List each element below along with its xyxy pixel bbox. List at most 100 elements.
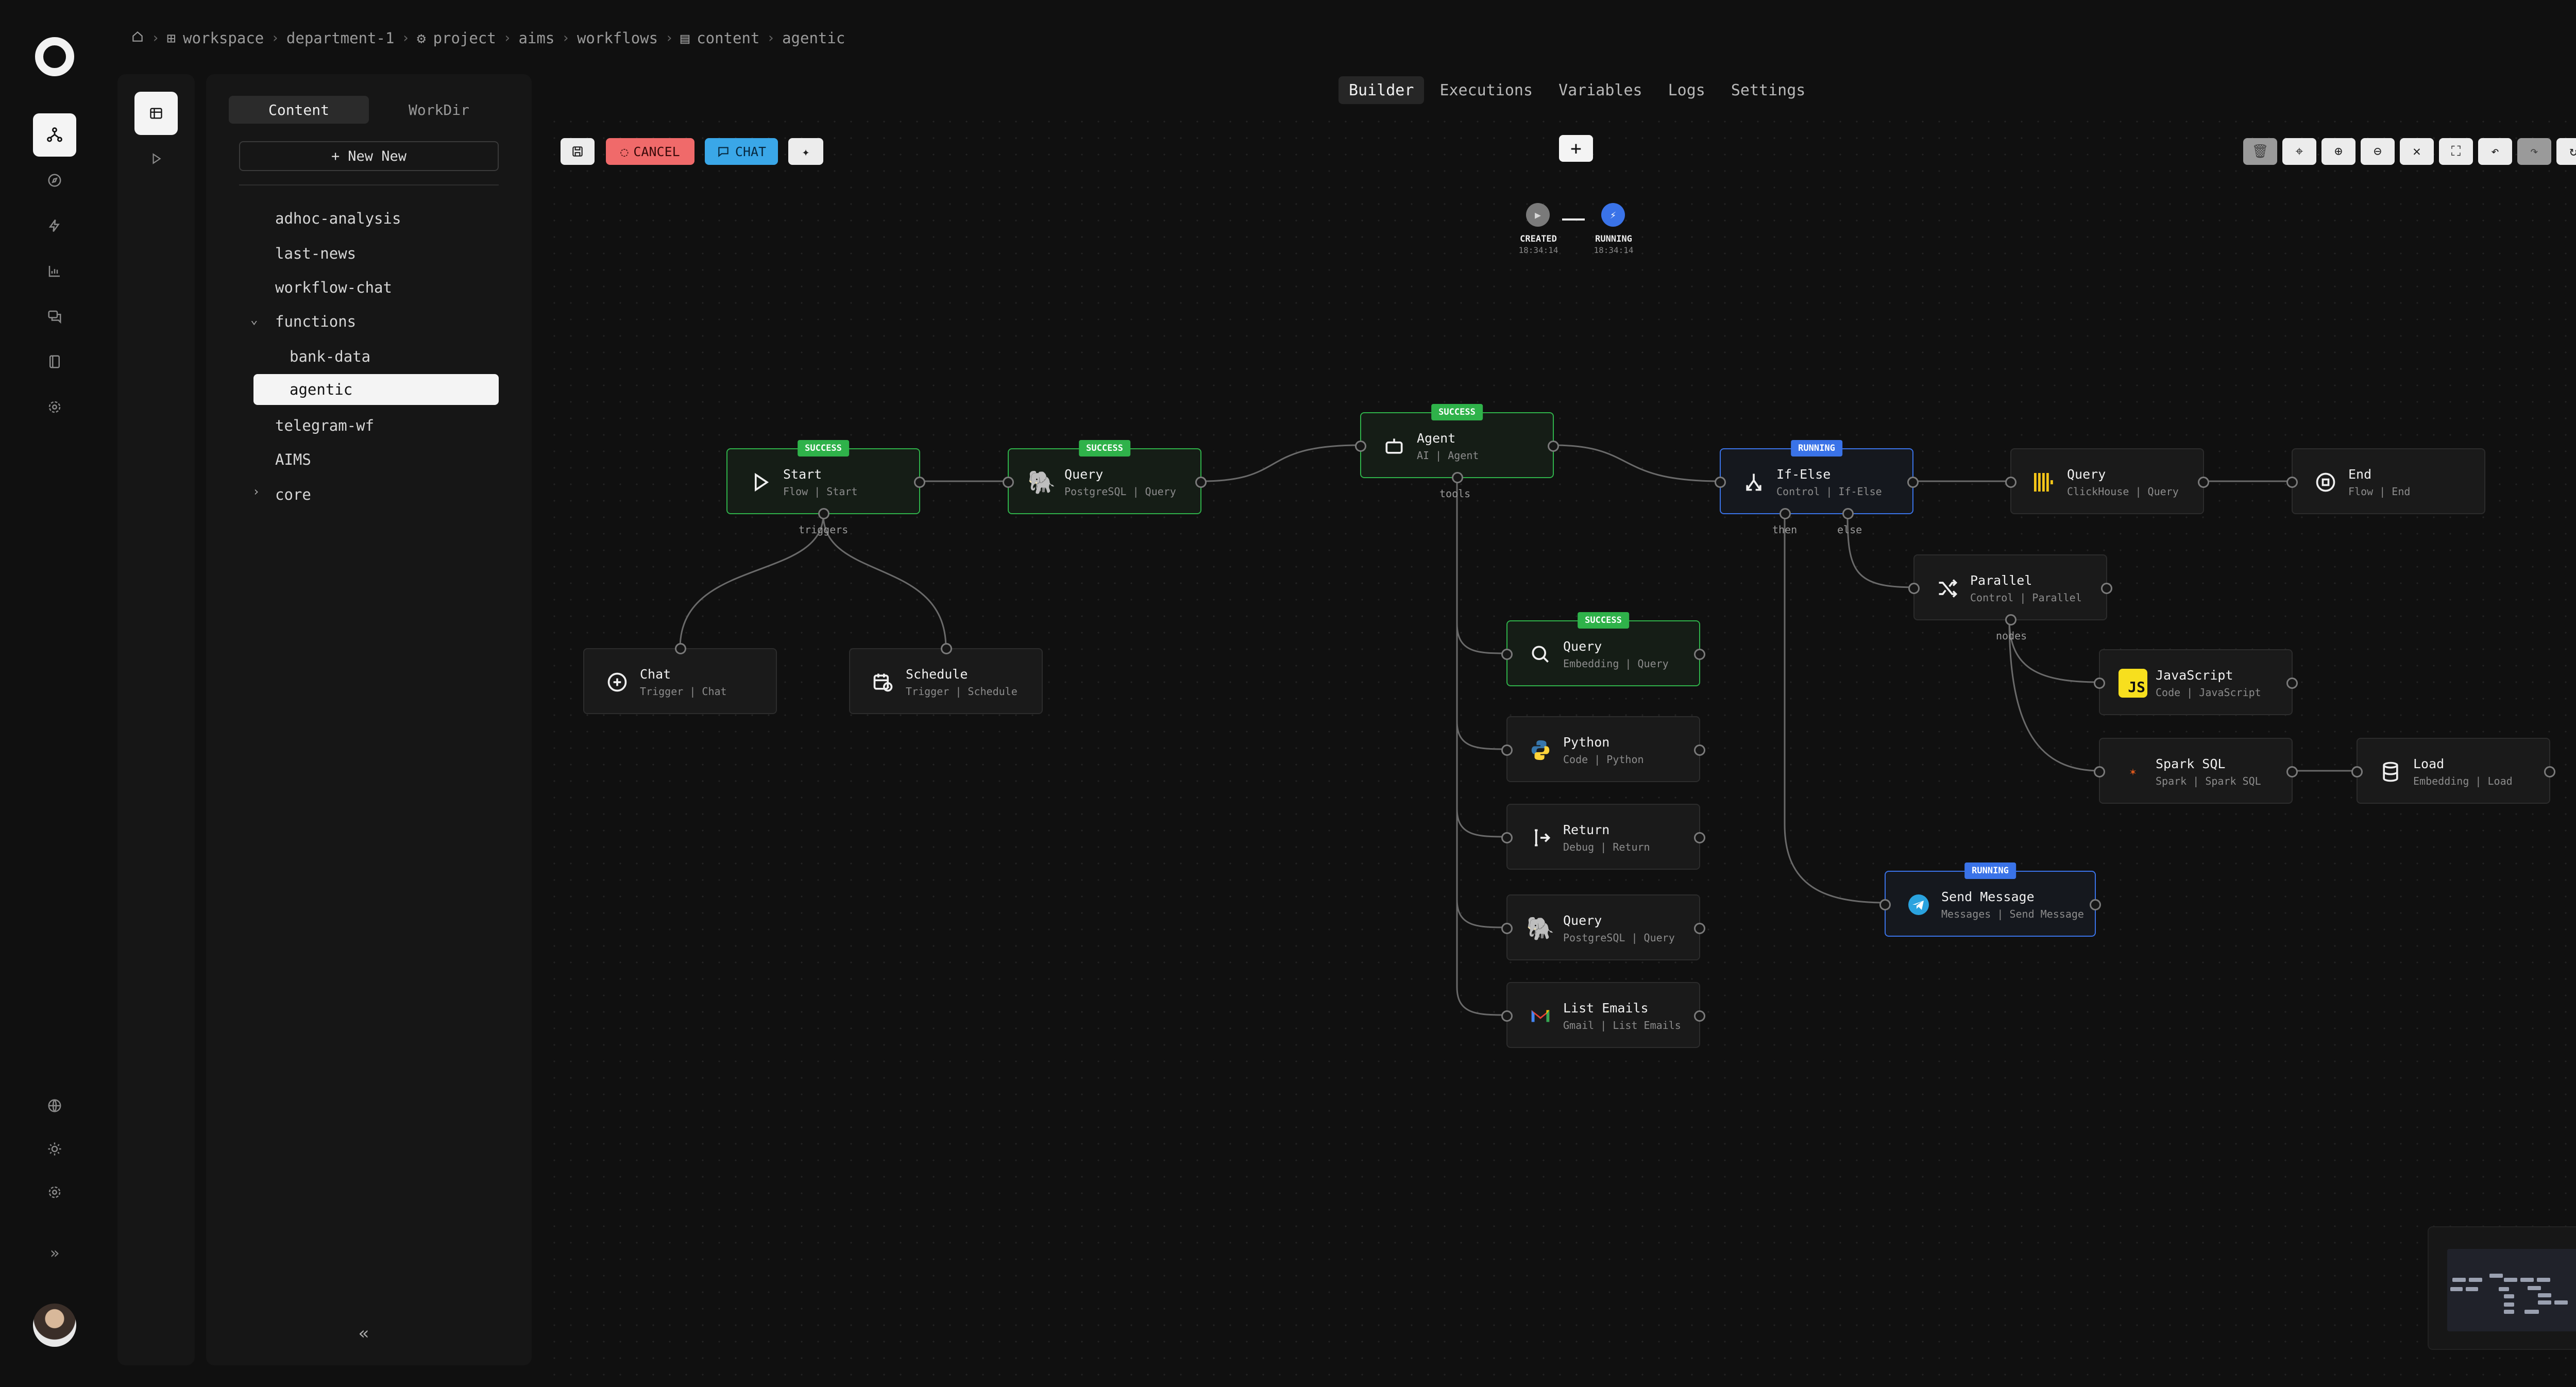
sun-icon[interactable] [33,1127,76,1171]
then-port[interactable] [1780,508,1791,519]
node-parallel[interactable]: Parallel Control | Parallel [1908,554,2112,625]
node-load[interactable]: Load Embedding | Load [2351,738,2555,804]
output-port[interactable] [914,477,925,488]
output-port[interactable] [2286,678,2298,689]
node-send-message[interactable]: RUNNING Send Message Messages | Send Mes… [1879,862,2101,937]
node-query-clickhouse[interactable]: Query ClickHouse | Query [2005,448,2209,514]
input-port[interactable] [2094,678,2105,689]
nodes-port[interactable] [2005,614,2016,625]
gear-icon[interactable] [33,385,76,429]
node-start[interactable]: SUCCESS Start Flow | Start [726,440,925,519]
settings-icon[interactable] [33,1171,76,1214]
input-port[interactable] [941,643,952,654]
input-port[interactable] [1355,441,1366,452]
node-end[interactable]: End Flow | End [2286,448,2485,514]
run-icon[interactable] [134,137,178,180]
tab-builder[interactable]: Builder [1338,76,1425,104]
input-port[interactable] [1715,477,1726,488]
breadcrumb-workflows[interactable]: workflows [577,29,658,47]
node-query-embedding[interactable]: SUCCESS Query Embedding | Query [1501,612,1705,686]
node-schedule-trigger[interactable]: Schedule Trigger | Schedule [849,643,1043,714]
minimap[interactable] [2428,1226,2576,1350]
tab-content[interactable]: Content [229,96,369,124]
files-icon[interactable] [134,92,178,135]
input-port[interactable] [1501,745,1513,756]
node-chat-trigger[interactable]: Chat Trigger | Chat [583,643,777,714]
chart-icon[interactable] [33,249,76,293]
input-port[interactable] [1879,899,1891,910]
input-port[interactable] [1003,477,1014,488]
node-agent[interactable]: SUCCESS Agent AI | Agent [1355,404,1559,483]
tree-item-selected[interactable]: agentic [253,374,499,405]
tree-item[interactable]: telegram-wf [275,417,375,434]
triggers-port[interactable] [818,508,829,519]
fullscreen-icon[interactable]: ⛶ [2439,138,2473,165]
save-button[interactable] [561,138,595,165]
tab-variables[interactable]: Variables [1558,81,1642,99]
output-port[interactable] [2101,583,2112,594]
add-node-button[interactable]: + [1559,135,1593,162]
trash-icon[interactable]: 🗑 [2243,138,2277,165]
zoom-in-icon[interactable]: ⊕ [2321,138,2355,165]
app-logo[interactable] [35,37,74,76]
expand-icon[interactable]: » [49,1244,60,1262]
output-port[interactable] [1195,477,1207,488]
input-port[interactable] [1501,1010,1513,1022]
breadcrumb-department[interactable]: department-1 [286,29,395,47]
cancel-button[interactable]: ◌ CANCEL [606,138,694,165]
messages-icon[interactable] [33,295,76,338]
node-query-postgres[interactable]: SUCCESS 🐘 Query PostgreSQL | Query [1003,440,1207,514]
book-icon[interactable] [33,340,76,383]
input-port[interactable] [2005,477,2016,488]
tab-executions[interactable]: Executions [1439,81,1533,99]
tab-workdir[interactable]: WorkDir [408,101,469,119]
output-port[interactable] [1694,745,1705,756]
focus-icon[interactable]: ⌖ [2282,138,2316,165]
tree-folder-core[interactable]: core [275,486,311,503]
bolt-icon[interactable] [33,204,76,247]
home-icon[interactable] [131,29,144,47]
tree-item[interactable]: adhoc-analysis [275,210,401,227]
node-if-else[interactable]: RUNNING If-Else Control | If-Else [1715,440,1919,519]
output-port[interactable] [1548,441,1559,452]
zoom-out-icon[interactable]: ⊖ [2361,138,2395,165]
auto-layout-button[interactable]: ✦ [788,138,823,165]
output-port[interactable] [2090,899,2101,910]
input-port[interactable] [1908,583,1920,594]
compass-icon[interactable] [33,159,76,202]
tab-logs[interactable]: Logs [1668,81,1705,99]
node-spark-sql[interactable]: ✶ Spark SQL Spark | Spark SQL [2094,738,2298,804]
tree-folder-functions[interactable]: functions [275,313,357,330]
input-port[interactable] [675,643,686,654]
output-port[interactable] [2544,766,2555,777]
output-port[interactable] [1694,649,1705,660]
breadcrumb-project[interactable]: project [433,29,496,47]
globe-icon[interactable] [33,1084,76,1127]
input-port[interactable] [1501,923,1513,934]
undo-icon[interactable]: ↶ [2478,138,2512,165]
node-python[interactable]: Python Code | Python [1501,716,1705,782]
redo-icon[interactable]: ↷ [2517,138,2551,165]
input-port[interactable] [2094,766,2105,777]
output-port[interactable] [2286,766,2298,777]
output-port[interactable] [1694,832,1705,843]
chevron-down-icon[interactable]: ⌄ [250,312,258,327]
node-javascript[interactable]: JS JavaScript Code | JavaScript [2094,649,2298,715]
output-port[interactable] [1907,477,1919,488]
tree-item[interactable]: last-news [275,245,357,262]
new-button[interactable]: + New New [239,141,499,171]
input-port[interactable] [2286,477,2298,488]
input-port[interactable] [1501,832,1513,843]
breadcrumb-content[interactable]: content [697,29,760,47]
refresh-icon[interactable]: ↻ [2556,138,2576,165]
output-port[interactable] [2198,477,2209,488]
input-port[interactable] [2351,766,2363,777]
tab-settings[interactable]: Settings [1731,81,1806,99]
fit-view-icon[interactable]: ✕ [2400,138,2434,165]
tree-item[interactable]: bank-data [290,348,371,365]
node-query-postgres-2[interactable]: 🐘 Query PostgreSQL | Query [1501,894,1705,960]
node-return[interactable]: Return Debug | Return [1501,804,1705,870]
breadcrumb-workspace[interactable]: workspace [183,29,264,47]
breadcrumb-aims[interactable]: aims [518,29,555,47]
avatar[interactable] [33,1304,76,1347]
